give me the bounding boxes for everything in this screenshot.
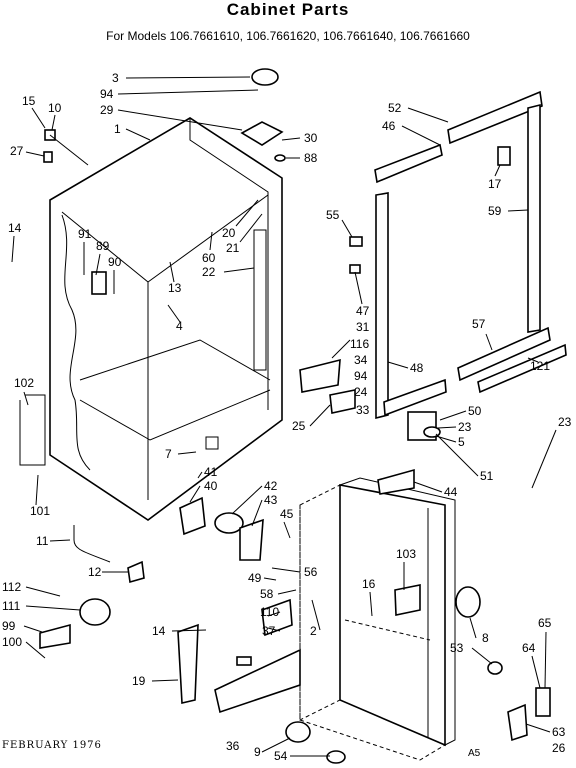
callout: 7	[165, 447, 172, 461]
callout: 43	[264, 493, 278, 507]
callout: 17	[488, 177, 502, 191]
callout: 33	[356, 403, 370, 417]
model-list: For Models 106.7661610, 106.7661620, 106…	[106, 29, 470, 43]
page-mark: A5	[468, 748, 481, 759]
callout: 89	[96, 239, 110, 253]
callout: 94	[354, 369, 368, 383]
callout: 40	[204, 479, 218, 493]
callout: 23	[558, 415, 572, 429]
callout: 100	[2, 635, 22, 649]
callout: 27	[10, 144, 24, 158]
callout: 15	[22, 94, 36, 108]
callout: 8	[482, 631, 489, 645]
callout: 10	[48, 101, 62, 115]
callout: 13	[168, 281, 182, 295]
cabinet-shell	[19, 117, 283, 521]
callout: 20	[222, 226, 236, 240]
callout: 26	[552, 741, 566, 755]
callout: 102	[14, 376, 34, 390]
callout: 11	[36, 534, 49, 548]
callout: 46	[382, 119, 396, 133]
callout: 42	[264, 479, 278, 493]
callout: 53	[450, 641, 464, 655]
callout: 88	[304, 151, 318, 165]
callout: 64	[522, 641, 536, 655]
callout: 14	[8, 221, 22, 235]
door-assembly	[299, 477, 456, 761]
callout: 54	[274, 749, 288, 763]
callout: 58	[260, 587, 274, 601]
callout: 57	[472, 317, 486, 331]
callout: 47	[356, 304, 370, 318]
callout: 23	[458, 420, 472, 434]
callout: 25	[292, 419, 306, 433]
callout: 56	[304, 565, 318, 579]
callout: 50	[468, 404, 482, 418]
callout: 5	[458, 435, 465, 449]
callout: 24	[354, 385, 368, 399]
callout: 65	[538, 616, 552, 630]
callout: 19	[132, 674, 146, 688]
callout: 36	[226, 739, 240, 753]
callout: 37	[262, 624, 276, 638]
callout: 63	[552, 725, 566, 739]
callout: 55	[326, 208, 340, 222]
callout: 48	[410, 361, 424, 375]
callout: 9	[254, 745, 261, 759]
callout: 22	[202, 265, 216, 279]
callout: 59	[488, 204, 502, 218]
leader-lines	[11, 76, 557, 757]
callout-labels: 3 94 29 1 30 88 15 10 27 52 46 17 59 55 …	[2, 71, 572, 763]
callout: 112	[2, 580, 21, 594]
gasket-frame	[374, 90, 567, 420]
callout: 30	[304, 131, 318, 145]
callout: 3	[112, 71, 119, 85]
callout: 12	[88, 565, 102, 579]
callout: 45	[280, 507, 294, 521]
callout: 101	[30, 504, 50, 518]
callout: 31	[356, 320, 370, 334]
date-stamp: FEBRUARY 1976	[2, 740, 102, 751]
callout: 60	[202, 251, 216, 265]
callout: 90	[108, 255, 122, 269]
callout: 110	[260, 605, 279, 619]
callout: 99	[2, 619, 16, 633]
callout: 44	[444, 485, 458, 499]
callout: 14	[152, 624, 166, 638]
callout: 51	[480, 469, 494, 483]
callout: 41	[204, 465, 218, 479]
callout: 94	[100, 87, 114, 101]
callout: 49	[248, 571, 262, 585]
callout: 34	[354, 353, 368, 367]
callout: 2	[310, 624, 317, 638]
callout: 121	[530, 359, 550, 373]
callout: 52	[388, 101, 402, 115]
callout: 29	[100, 103, 114, 117]
callout: 1	[114, 122, 121, 136]
small-parts	[39, 68, 551, 764]
callout: 91	[78, 227, 92, 241]
callout: 116	[350, 337, 369, 351]
callout: 111	[2, 599, 21, 613]
page-title: Cabinet Parts	[226, 0, 350, 19]
callout: 21	[226, 241, 240, 255]
callout: 16	[362, 577, 376, 591]
callout: 103	[396, 547, 416, 561]
callout: 4	[176, 319, 183, 333]
